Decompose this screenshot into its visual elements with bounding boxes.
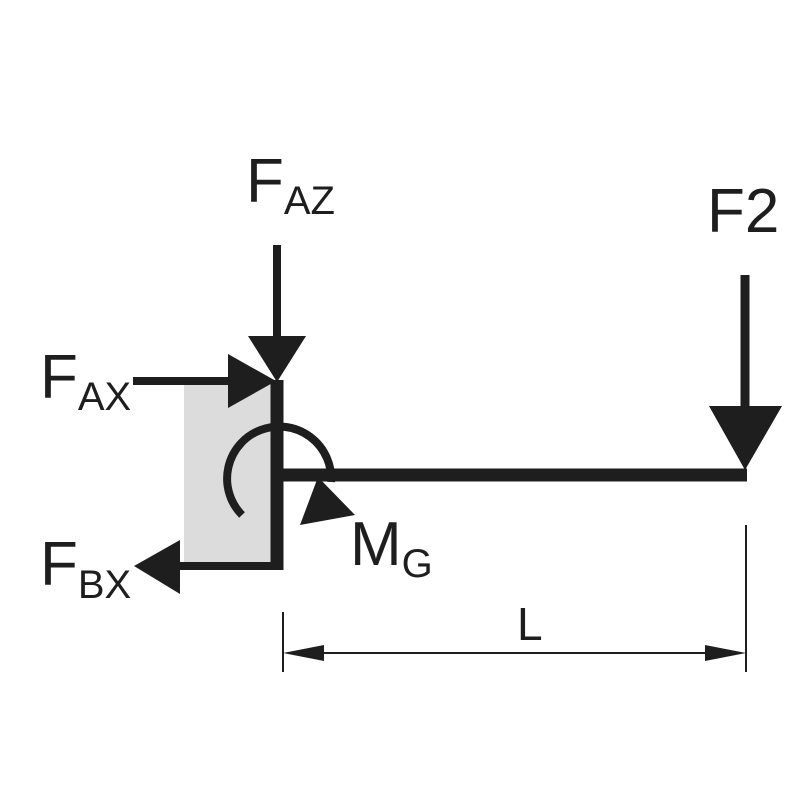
label-f2: F2 <box>707 177 779 246</box>
label-length: L <box>517 598 543 650</box>
label-faz: FAZ <box>246 147 335 223</box>
force-arrow-f2 <box>709 275 782 470</box>
force-arrow-fbx <box>134 540 277 594</box>
dimension-line-l <box>282 525 747 672</box>
force-arrow-faz <box>248 245 306 382</box>
moment-arrow-mg <box>223 422 355 525</box>
label-fax: FAX <box>40 343 131 419</box>
force-arrow-fax <box>133 354 276 408</box>
label-mg: MG <box>350 510 433 586</box>
label-fbx: FBX <box>40 530 131 607</box>
